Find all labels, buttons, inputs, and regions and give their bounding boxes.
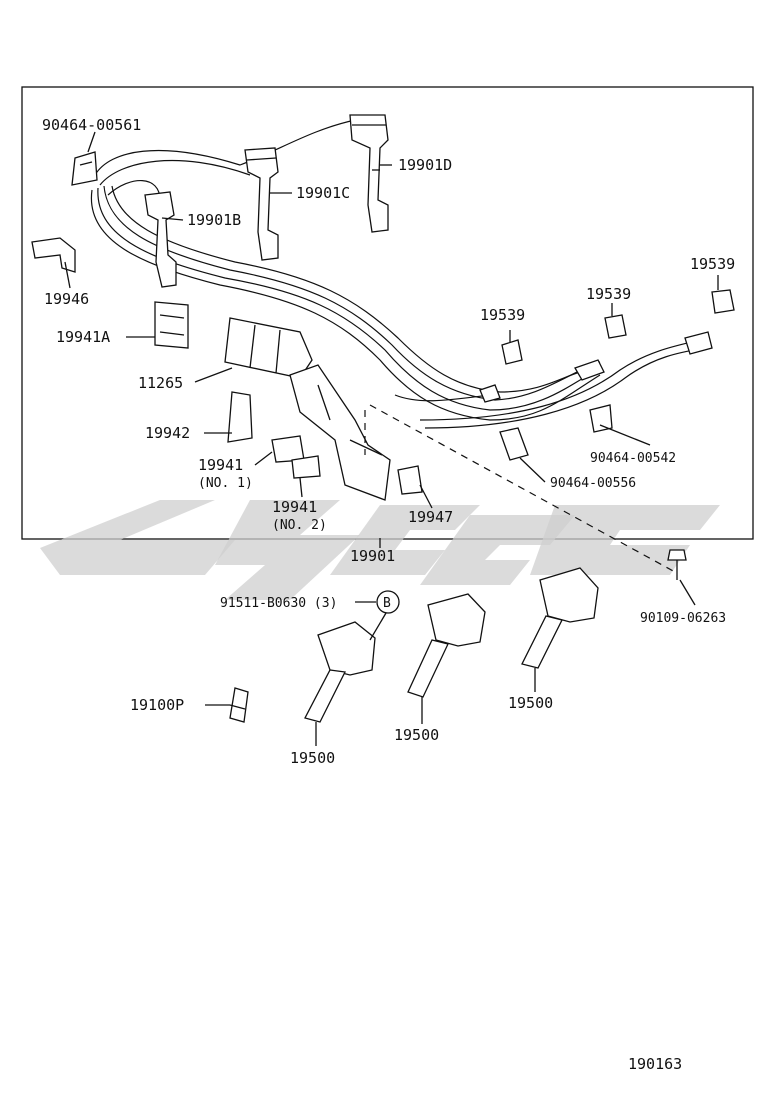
clip-19947 xyxy=(397,465,423,495)
clip-90464-00556 xyxy=(499,427,529,461)
plug-cap-end-1 xyxy=(479,331,713,403)
label-19942: 19942 xyxy=(145,424,190,442)
plug-cap-19901C xyxy=(244,147,279,261)
bolt-90109-06263 xyxy=(667,549,687,580)
diagram-id: 190163 xyxy=(628,1055,682,1073)
clip-90464-00542 xyxy=(589,404,613,433)
cover-11265 xyxy=(224,317,313,379)
label-19941-no1: 19941 xyxy=(198,456,243,474)
label-19947: 19947 xyxy=(408,508,453,526)
label-19941-no1-note: (NO. 1) xyxy=(198,476,253,491)
dashed-guide-line xyxy=(364,404,676,573)
clamp-19946 xyxy=(31,237,76,273)
plug-cap-19901D xyxy=(349,114,389,233)
label-19941-no2-note: (NO. 2) xyxy=(272,518,327,533)
ignition-coil-19500-a xyxy=(304,621,376,723)
holder-19941-no1 xyxy=(271,435,305,463)
label-91511-B0630: 91511-B0630 (3) xyxy=(220,596,337,611)
holder-19941-no2 xyxy=(291,455,321,479)
label-19539-a: 19539 xyxy=(480,306,525,324)
grommet-19539-a xyxy=(501,339,523,365)
label-19100P: 19100P xyxy=(130,696,184,714)
label-19941-no2: 19941 xyxy=(272,498,317,516)
label-90464-00561: 90464-00561 xyxy=(42,116,141,134)
ignition-coil-19500-c xyxy=(521,567,599,669)
label-19901C: 19901C xyxy=(296,184,350,202)
label-19946: 19946 xyxy=(44,290,89,308)
label-19901B: 19901B xyxy=(187,211,241,229)
label-19901: 19901 xyxy=(350,547,395,565)
watermark-logo xyxy=(40,500,720,600)
label-19901D: 19901D xyxy=(398,156,452,174)
label-19941A: 19941A xyxy=(56,328,110,346)
label-19500-a: 19500 xyxy=(290,749,335,767)
separator-19942 xyxy=(227,391,253,443)
grommet-19539-c xyxy=(711,289,735,314)
label-90109-06263: 90109-06263 xyxy=(640,611,726,626)
holder-19941A xyxy=(154,301,189,349)
label-11265: 11265 xyxy=(138,374,183,392)
grommet-19539-b xyxy=(604,314,627,339)
callout-B: B xyxy=(383,596,391,611)
label-19539-c: 19539 xyxy=(690,255,735,273)
label-19539-b: 19539 xyxy=(586,285,631,303)
duct-19901 xyxy=(289,364,391,501)
callout-circle xyxy=(376,590,400,614)
label-90464-00542: 90464-00542 xyxy=(590,451,676,466)
clip-90464-00561 xyxy=(71,151,98,186)
plug-cap-19901B xyxy=(144,191,177,288)
leader-lines xyxy=(64,131,719,746)
label-19500-c: 19500 xyxy=(508,694,553,712)
ignition-coil-19500-b xyxy=(407,593,486,698)
label-19500-b: 19500 xyxy=(394,726,439,744)
spark-plug-19100P xyxy=(229,687,249,723)
label-90464-00556: 90464-00556 xyxy=(550,476,636,491)
